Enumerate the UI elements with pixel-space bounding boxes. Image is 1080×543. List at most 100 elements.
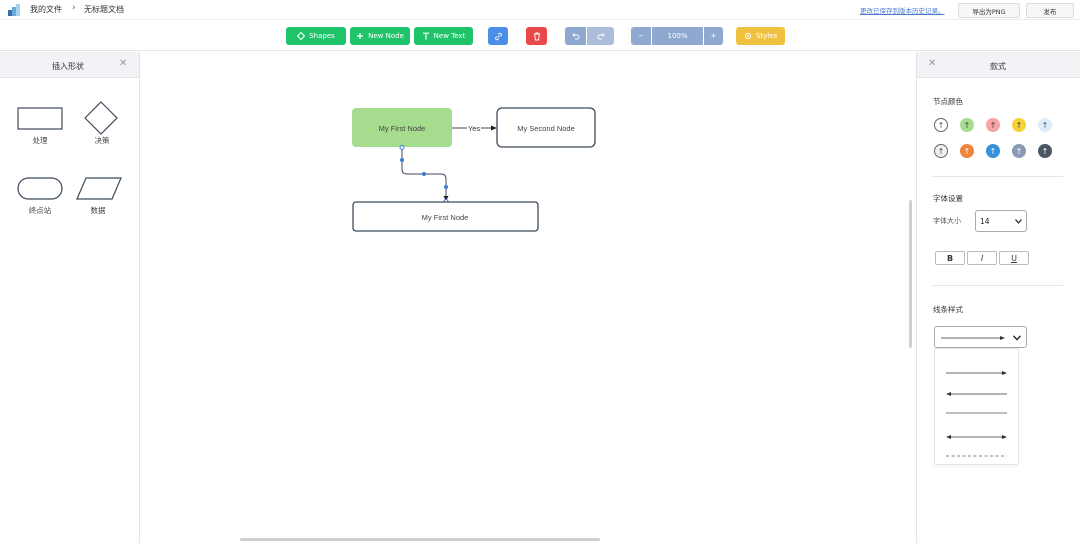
bold-button[interactable]: B [935,251,965,265]
style-panel: ✕ 款式 节点颜色 ↑ ↑ ↑ ↑ ↑ ↑ ↑ ↑ ↑ ↑ 字体设置 字体大小 … [916,52,1080,543]
edge-midpoint-handle[interactable] [422,172,426,176]
canvas-vertical-scrollbar[interactable] [909,200,912,348]
edge-midpoint-handle[interactable] [444,185,448,189]
node-my-first-node-copy-label: My First Node [422,213,469,222]
node-color-title: 节点颜色 [933,97,963,106]
color-swatch-slate[interactable]: ↑ [1012,144,1026,158]
diamond-icon [297,32,306,40]
line-style-title: 线条样式 [933,305,963,314]
redo-icon [597,33,605,40]
gear-icon [744,32,751,40]
swatch-arrow-icon: ↑ [989,120,997,130]
color-swatch-yellow[interactable]: ↑ [1012,118,1026,132]
swatch-arrow-icon: ↑ [1041,120,1049,130]
color-swatch-gray[interactable]: ↑ [934,144,948,158]
export-png-button[interactable]: 导出为PNG [958,3,1020,18]
node-my-second-node[interactable] [496,107,596,148]
color-swatch-green[interactable]: ↑ [960,118,974,132]
insert-shapes-panel-header: 插入形状 ✕ [0,52,139,78]
new-text-button-label: New Text [433,32,466,40]
line-style-dropdown [934,348,1019,465]
color-swatch-dark[interactable]: ↑ [1038,144,1052,158]
arrowhead-right-icon [491,125,497,131]
plus-icon [357,33,364,39]
color-swatch-red[interactable]: ↑ [986,118,1000,132]
process-shape[interactable] [17,107,64,131]
color-swatch-light-blue[interactable]: ↑ [1038,118,1052,132]
line-option-arrow-left[interactable] [946,391,1007,397]
data-shape-label: 数据 [90,206,106,215]
redo-button[interactable] [587,27,614,45]
undo-icon [571,33,579,40]
color-swatch-orange[interactable]: ↑ [960,144,974,158]
trash-icon [533,32,540,40]
swatch-arrow-icon: ↑ [937,146,945,156]
chevron-down-icon [1013,335,1021,341]
terminal-shape-label: 终点站 [28,206,52,215]
node-my-first-node[interactable] [352,108,452,147]
swatch-arrow-icon: ↑ [963,146,971,156]
breadcrumb-root[interactable]: 我的文件 [30,5,62,14]
delete-button[interactable] [526,27,547,45]
color-swatch-blue[interactable]: ↑ [986,144,1000,158]
font-settings-title: 字体设置 [933,194,963,203]
data-shape[interactable] [76,177,122,201]
arrowhead-down-icon [443,196,449,201]
new-node-button-label: New Node [368,32,404,40]
zoom-level[interactable]: 100% [652,27,703,45]
node-my-second-node-label: My Second Node [517,124,575,133]
line-option-double-arrow[interactable] [946,434,1007,440]
document-title[interactable]: 无标题文档 [84,5,124,14]
swatch-arrow-icon: ↑ [963,120,971,130]
close-icon[interactable]: ✕ [119,58,128,69]
insert-shapes-panel: 插入形状 ✕ 处理 决策 终点站 数据 [0,52,140,543]
line-option-dashed[interactable] [946,453,1007,459]
decision-shape-label: 决策 [94,136,110,145]
close-icon[interactable]: ✕ [928,58,937,69]
zoom-out-button[interactable]: − [631,27,651,45]
canvas-horizontal-scrollbar[interactable] [240,538,600,541]
font-size-label: 字体大小 [933,217,961,225]
line-option-arrow-right[interactable] [946,370,1007,376]
font-size-select[interactable]: 14 [975,210,1027,232]
styles-button-label: Styles [755,32,778,40]
edge-midpoint-handle[interactable] [400,158,404,162]
insert-shapes-title: 插入形状 [52,62,84,71]
chevron-down-icon [1015,219,1022,224]
new-node-button[interactable]: New Node [350,27,410,45]
font-size-value: 14 [980,217,990,226]
app-logo-icon [8,4,20,16]
publish-button[interactable]: 发布 [1026,3,1074,18]
edge-yes-label[interactable]: Yes [468,124,480,133]
new-text-button[interactable]: New Text [414,27,473,45]
line-style-select[interactable] [934,326,1027,348]
node-my-first-node-copy[interactable] [352,201,539,232]
node-my-first-node-label: My First Node [379,124,426,133]
decision-shape[interactable] [84,101,118,135]
section-divider [933,176,1063,177]
link-button[interactable] [488,27,508,45]
swatch-arrow-icon: ↑ [937,120,945,130]
arrow-right-line-icon [941,336,1005,340]
zoom-in-button[interactable]: + [704,27,723,45]
toolbar: Shapes New Node New Text − 100% + Styles [0,21,1080,51]
shapes-button[interactable]: Shapes [286,27,346,45]
underline-button[interactable]: U [999,251,1029,265]
line-option-plain[interactable] [946,410,1007,416]
color-swatch-white[interactable]: ↑ [934,118,948,132]
swatch-arrow-icon: ↑ [1015,146,1023,156]
link-icon [494,32,502,40]
style-panel-header: ✕ 款式 [917,52,1080,78]
text-icon [422,32,429,40]
swatch-arrow-icon: ↑ [1015,120,1023,130]
styles-button[interactable]: Styles [736,27,785,45]
italic-button[interactable]: I [967,251,997,265]
edge-source-handle[interactable] [399,145,405,150]
terminal-shape[interactable] [17,177,64,201]
shapes-button-label: Shapes [309,32,335,40]
saved-history-link[interactable]: 更改已保存到版本历史记录。 [860,7,945,15]
undo-button[interactable] [565,27,586,45]
swatch-arrow-icon: ↑ [1041,146,1049,156]
process-shape-label: 处理 [32,136,48,145]
